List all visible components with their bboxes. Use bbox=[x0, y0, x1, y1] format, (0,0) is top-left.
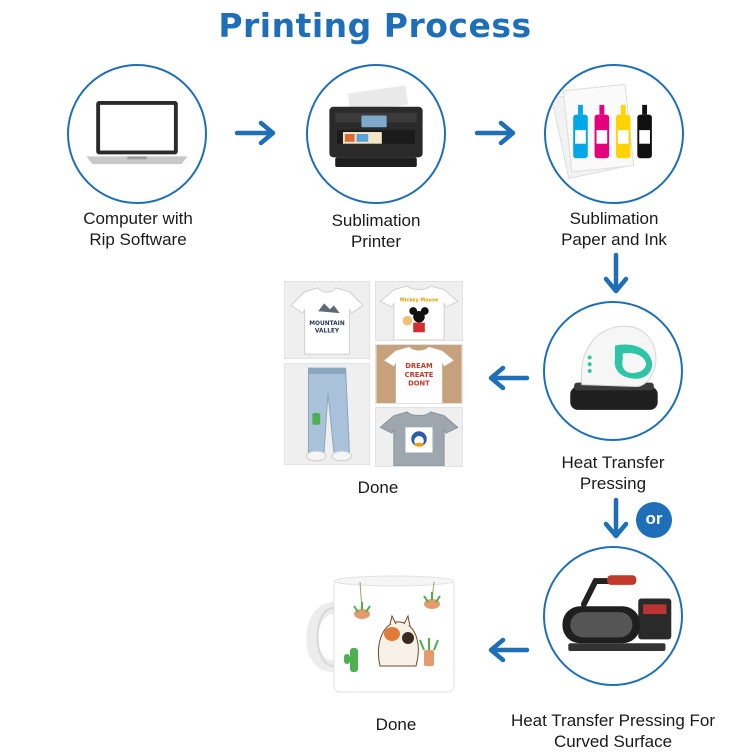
or-badge: or bbox=[636, 502, 672, 538]
mug-press-icon bbox=[562, 575, 672, 651]
tshirt-donald-image bbox=[375, 407, 463, 467]
tshirt-print-text: Mickey Mouse bbox=[400, 297, 439, 303]
arrow-down-icon bbox=[603, 497, 629, 539]
pants-image bbox=[284, 363, 370, 465]
step-mug-press-label: Heat Transfer Pressing For Curved Surfac… bbox=[510, 711, 716, 751]
tshirt-dream-image: DREAM CREATE DONT bbox=[375, 344, 463, 404]
arrow-left-icon bbox=[488, 365, 530, 391]
tshirt-mountain-image: MOUNTAIN VALLEY bbox=[284, 281, 370, 359]
mug-image bbox=[306, 575, 455, 693]
step-printer-circle bbox=[306, 64, 446, 204]
mug-done-label: Done bbox=[375, 715, 417, 734]
ink-bottles-icon bbox=[551, 83, 652, 180]
arrow-down-icon bbox=[603, 252, 629, 294]
laptop-icon bbox=[86, 100, 188, 165]
heat-press-icon bbox=[570, 325, 658, 410]
step-heat-press-label: Heat Transfer Pressing bbox=[561, 453, 665, 493]
arrow-right-icon bbox=[234, 120, 276, 146]
tshirt-print-text: DONT bbox=[408, 380, 430, 388]
step-heat-press-circle bbox=[543, 301, 683, 441]
step-printer-label: Sublimation Printer bbox=[331, 211, 421, 251]
tshirt-print-text: DREAM bbox=[405, 362, 433, 370]
apparel-done-label: Done bbox=[357, 478, 399, 497]
step-computer-label: Computer with Rip Software bbox=[83, 209, 193, 249]
tshirt-mickey-image: Mickey Mouse bbox=[375, 281, 463, 341]
tshirt-print-text: VALLEY bbox=[315, 329, 340, 335]
step-ink-circle bbox=[544, 64, 684, 204]
step-computer-circle bbox=[67, 64, 207, 204]
arrow-right-icon bbox=[474, 120, 516, 146]
step-mug-press-circle bbox=[543, 546, 683, 686]
tshirt-print-text: CREATE bbox=[405, 371, 434, 379]
page-title: Printing Process bbox=[218, 6, 532, 45]
tshirt-print-text: MOUNTAIN bbox=[309, 321, 345, 327]
step-ink-label: Sublimation Paper and Ink bbox=[561, 209, 667, 249]
arrow-left-icon bbox=[488, 637, 530, 663]
printer-icon bbox=[329, 85, 423, 168]
